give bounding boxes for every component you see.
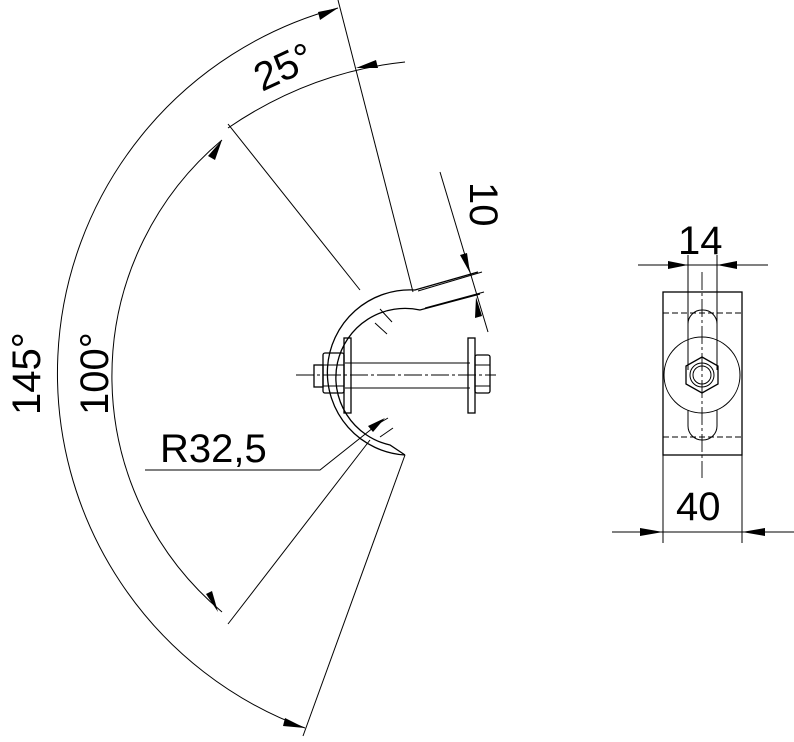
right-washer bbox=[467, 337, 476, 414]
left-washer bbox=[343, 337, 352, 414]
arrowhead bbox=[206, 591, 218, 612]
arrowhead bbox=[318, 8, 338, 20]
section-mark bbox=[374, 322, 388, 335]
arrowhead bbox=[460, 253, 470, 273]
dimension-arc-100 bbox=[111, 139, 223, 613]
arrowhead bbox=[283, 718, 305, 728]
bracket-outer bbox=[326, 271, 479, 456]
angle-25-label: 25° bbox=[247, 35, 320, 100]
arrowhead bbox=[368, 418, 385, 432]
radius-label: R32,5 bbox=[160, 427, 267, 471]
section-mark bbox=[379, 308, 393, 323]
arrowhead bbox=[717, 261, 737, 269]
side-view: 145° 100° 25° 10 R32,5 bbox=[5, 0, 505, 737]
extension-line bbox=[227, 123, 361, 291]
left-nut bbox=[322, 352, 345, 394]
arrowhead bbox=[475, 297, 482, 318]
slot-width-label: 14 bbox=[678, 219, 723, 263]
bracket-inner bbox=[335, 293, 481, 456]
radius-leader bbox=[145, 419, 384, 471]
dimension-arc-145 bbox=[57, 7, 339, 729]
bolt-end bbox=[313, 364, 324, 388]
arrowhead bbox=[640, 528, 663, 536]
angle-100-label: 100° bbox=[73, 332, 117, 415]
angle-145-label: 145° bbox=[5, 332, 49, 415]
arrowhead bbox=[668, 261, 688, 269]
extension-line bbox=[302, 454, 406, 737]
dimension-line-10 bbox=[439, 171, 489, 333]
dimension-arc-25 bbox=[227, 61, 406, 129]
arrowhead bbox=[208, 140, 222, 160]
extension-line bbox=[337, 0, 414, 293]
right-nut bbox=[474, 354, 491, 394]
extension-line bbox=[424, 291, 485, 309]
front-view: 14 40 bbox=[612, 219, 794, 543]
section-mark bbox=[379, 427, 394, 438]
extension-line bbox=[227, 439, 371, 625]
arrowhead bbox=[742, 528, 765, 536]
width-label: 40 bbox=[676, 485, 721, 529]
thickness-10-label: 10 bbox=[461, 182, 505, 227]
bracket-face bbox=[662, 291, 743, 456]
arrowhead bbox=[356, 60, 378, 68]
